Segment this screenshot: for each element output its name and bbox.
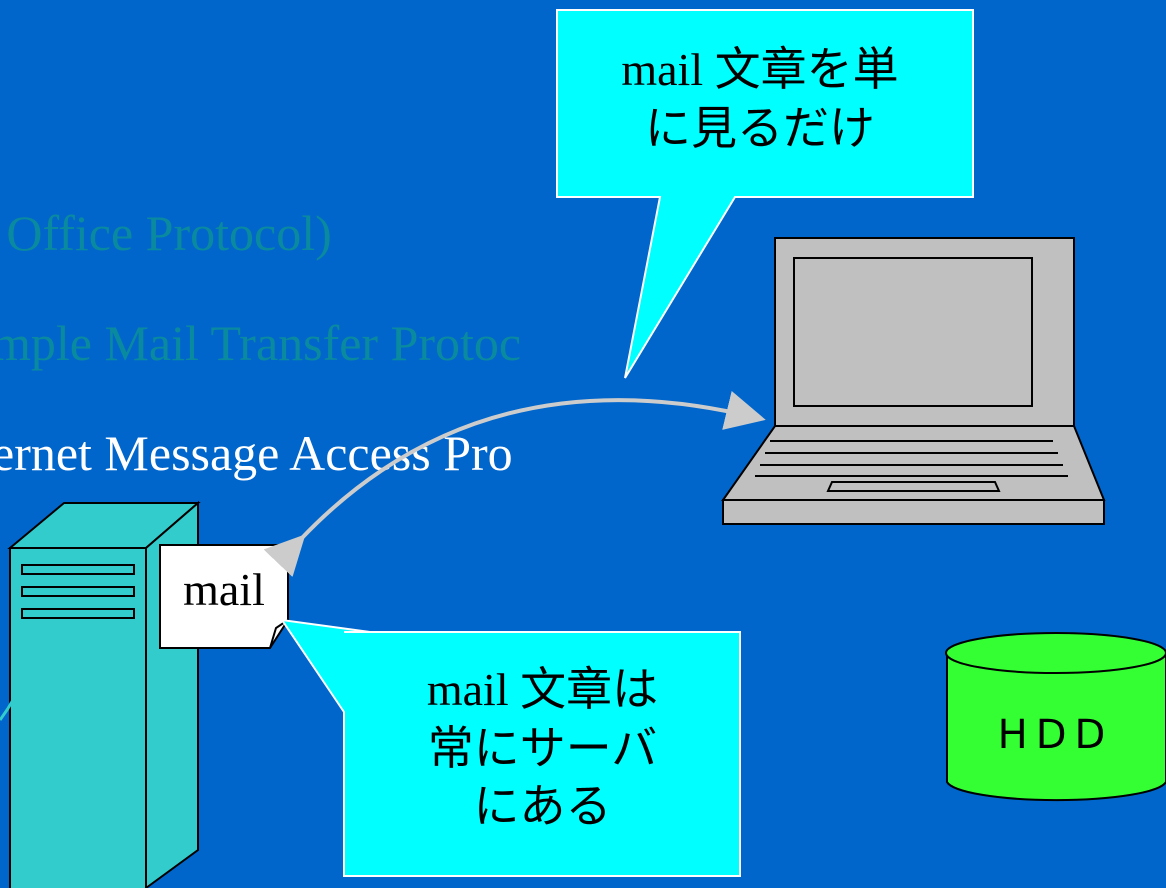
faint-arc: [0, 674, 27, 721]
callout-bottom-mail-word: mail: [426, 664, 521, 715]
server-tower-icon: [7, 500, 201, 888]
callout-bottom-text: mail 文章は 常にサーバ にある: [345, 660, 740, 835]
callout-bottom-line2: 常にサーバ: [427, 721, 658, 775]
mail-document-label: mail: [183, 564, 265, 615]
callout-bottom-line1: 文章は: [520, 662, 659, 716]
callout-top-mail-word: mail: [621, 44, 715, 95]
callout-bottom-line3: にある: [473, 779, 612, 833]
callout-top-line1: 文章を単: [714, 42, 899, 96]
callout-top-text: mail 文章を単 に見るだけ: [560, 40, 960, 157]
hdd-cylinder-icon: [945, 632, 1166, 802]
protocol-pop-text: t Office Protocol): [0, 205, 332, 261]
callout-top-line2: に見るだけ: [645, 101, 875, 155]
callout-top: [556, 9, 974, 379]
laptop-icon: [721, 237, 1106, 525]
callout-bottom: [279, 618, 741, 877]
protocol-smtp-text: mple Mail Transfer Protoc: [0, 315, 522, 371]
sync-arrow-icon: [263, 390, 766, 577]
hdd-label: HDD: [997, 712, 1114, 758]
